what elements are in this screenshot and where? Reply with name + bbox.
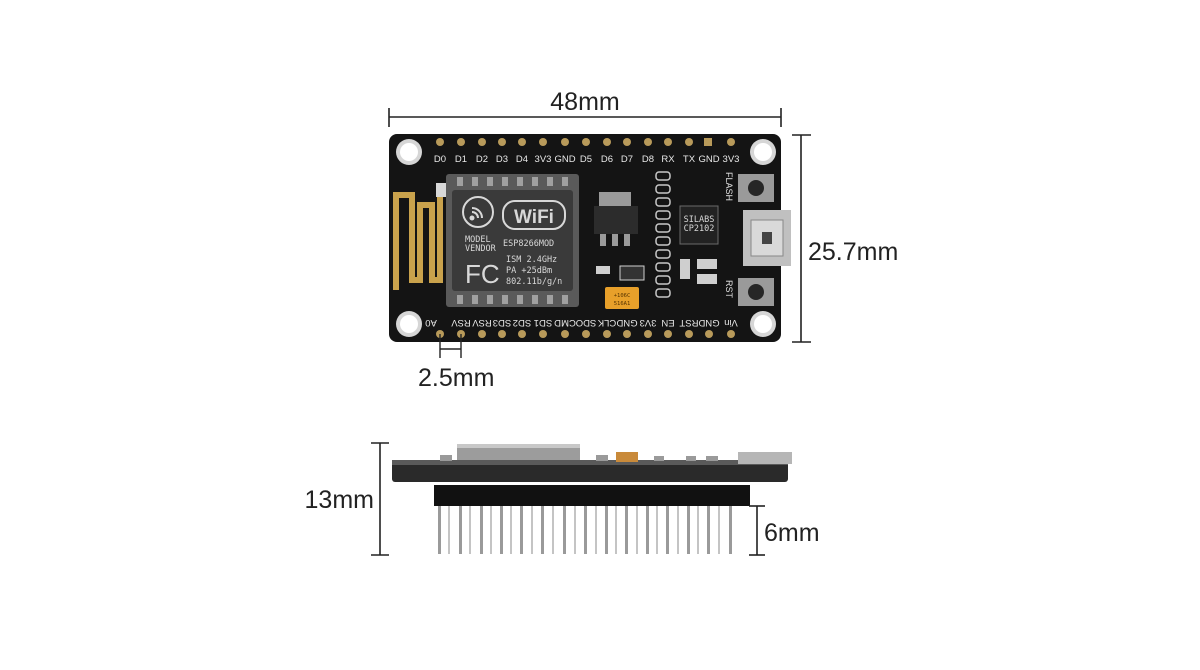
pin-label: 3V3 [640, 317, 657, 328]
top-pin-labels: D0 D1 D2 D3 D4 3V3 GND D5 D6 D7 D8 RX TX… [434, 154, 740, 165]
pin-label: GND [698, 317, 719, 328]
module-spec-2: PA +25dBm [506, 266, 552, 276]
pin-label: D4 [516, 154, 528, 165]
pin-label: CLK [597, 317, 616, 328]
svg-text:516A1: 516A1 [614, 301, 631, 307]
svg-text:SILABS: SILABS [684, 215, 715, 225]
pin-label: SD2 [513, 317, 531, 328]
module-model-line1: MODEL [465, 235, 491, 245]
pin-label: RST [679, 317, 698, 328]
height-dimension: 25.7mm [792, 134, 898, 343]
pin-label: D6 [601, 154, 613, 165]
pin-label: RSV [451, 317, 471, 328]
width-label: 48mm [550, 88, 619, 116]
voltage-regulator [594, 192, 638, 246]
pin-label: GND [554, 154, 575, 165]
pin-label: GND [616, 317, 637, 328]
width-dimension: 48mm [388, 88, 782, 127]
pin-label: D3 [496, 154, 508, 165]
pin-label: D2 [476, 154, 488, 165]
pcb-antenna [393, 183, 447, 290]
pin-label: EN [661, 317, 674, 328]
pin-label: Vin [724, 317, 738, 328]
flash-label: FLASH [724, 172, 734, 201]
pin-label: D7 [621, 154, 633, 165]
pin-label: A0 [425, 317, 437, 328]
pin-label: SDO [576, 317, 597, 328]
pcb-side-view [392, 444, 792, 554]
pin-label: D8 [642, 154, 654, 165]
pin-length-dimension: 6mm [749, 505, 820, 556]
tantalum-capacitor: +106C 516A1 [605, 287, 639, 309]
svg-text:CP2102: CP2102 [684, 224, 715, 234]
esp-logo-icon [462, 196, 494, 228]
pitch-dimension: 2.5mm [418, 334, 494, 392]
pin-label: 3V3 [723, 154, 740, 165]
micro-usb-port [743, 210, 791, 266]
top-header-pads [436, 138, 735, 146]
pin-label: D5 [580, 154, 592, 165]
pin-label: SD1 [534, 317, 552, 328]
smd-pad-column [655, 171, 671, 298]
pin-label: SD3 [493, 317, 511, 328]
pcb-top-view: D0 D1 D2 D3 D4 3V3 GND D5 D6 D7 D8 RX TX… [389, 134, 791, 342]
pin-label: RX [661, 154, 675, 165]
side-header-pins [438, 506, 732, 554]
usb-uart-chip: SILABS CP2102 [679, 205, 719, 245]
pin-label: CMD [554, 317, 576, 328]
module-spec-3: 802.11b/g/n [506, 277, 562, 287]
thickness-dimension: 13mm [305, 442, 389, 556]
side-pin-header [434, 485, 750, 506]
pin-label: TX [683, 154, 696, 165]
pin-label: D0 [434, 154, 446, 165]
pin-label: RSV [472, 317, 492, 328]
flash-button [738, 174, 774, 202]
rst-label: RST [724, 280, 734, 299]
module-model-name: ESP8266MOD [503, 239, 554, 249]
module-spec-1: ISM 2.4GHz [506, 255, 557, 265]
height-label: 25.7mm [808, 238, 898, 266]
pin-label: D1 [455, 154, 467, 165]
wifi-logo: WiFi [502, 200, 566, 230]
esp8266-module: WiFi MODEL VENDOR ESP8266MOD FC ISM 2.4G… [446, 174, 579, 307]
side-pcb [392, 460, 788, 482]
pitch-label: 2.5mm [418, 364, 494, 392]
module-model-line2: VENDOR [465, 244, 497, 254]
svg-text:WiFi: WiFi [514, 207, 554, 228]
pin-label: GND [698, 154, 719, 165]
fcc-mark: FC [465, 259, 500, 289]
svg-text:+106C: +106C [614, 293, 631, 299]
bottom-pin-labels: A0 RSV RSV SD3 SD2 SD1 CMD SDO CLK GND 3… [425, 317, 738, 328]
thickness-label: 13mm [305, 486, 374, 514]
rst-button [738, 278, 774, 306]
pin-length-label: 6mm [764, 519, 820, 547]
bottom-header-pads [436, 330, 735, 338]
pin-label: 3V3 [535, 154, 552, 165]
